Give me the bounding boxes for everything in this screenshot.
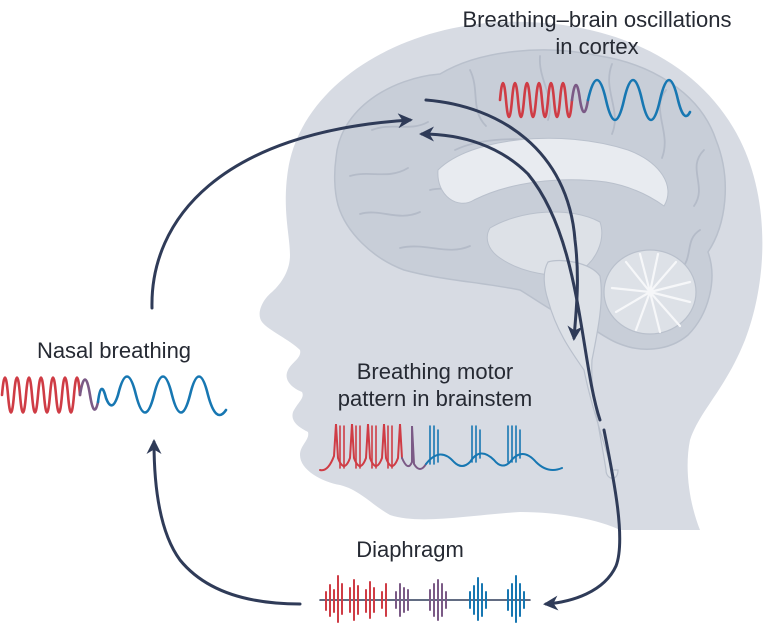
cerebellum-folds bbox=[610, 252, 692, 334]
brainstem-fast-spikes bbox=[339, 425, 393, 469]
nasal-wave bbox=[0, 375, 228, 417]
brainstem-motor-label: Breathing motor pattern in brainstem bbox=[306, 358, 564, 412]
cortex-slow-wave bbox=[586, 78, 692, 122]
brainstem-motor-wave bbox=[319, 423, 563, 472]
brainstem-slow-spikes bbox=[429, 425, 521, 465]
nasal-slow-wave bbox=[96, 375, 228, 417]
cortex-label-line2: in cortex bbox=[555, 34, 639, 59]
brain-folds bbox=[349, 55, 705, 271]
diaphragm-fast-bursts bbox=[325, 575, 387, 623]
nasal-fast-wave bbox=[0, 376, 82, 414]
diaphragm-transition-bursts bbox=[395, 579, 447, 621]
arrow-brainstem-to-cortex bbox=[419, 126, 602, 422]
arrow-brainstem-to-diaphragm bbox=[543, 428, 622, 611]
circuit-arrows bbox=[146, 98, 622, 611]
brainstem-slow-trace bbox=[425, 452, 563, 471]
diaphragm-emg bbox=[319, 575, 531, 623]
nasal-transition-wave bbox=[78, 378, 100, 411]
brainstem-label-line2: pattern in brainstem bbox=[337, 386, 533, 411]
diaphragm-label-text: Diaphragm bbox=[356, 537, 464, 562]
cortex-transition-wave bbox=[570, 83, 590, 114]
arrow-nasal-to-cortex bbox=[150, 113, 413, 310]
brainstem-label-line1: Breathing motor bbox=[356, 359, 514, 384]
nasal-label-text: Nasal breathing bbox=[36, 338, 192, 363]
brainstem-transition-trace bbox=[401, 425, 427, 470]
cortex-oscillations-label: Breathing–brain oscillations in cortex bbox=[412, 6, 782, 60]
diaphragm-slow-bursts bbox=[469, 575, 525, 623]
cortex-label-line1: Breathing–brain oscillations bbox=[462, 7, 732, 32]
nasal-breathing-label: Nasal breathing bbox=[0, 337, 228, 364]
arrow-diaphragm-to-nasal bbox=[146, 439, 302, 606]
diaphragm-label: Diaphragm bbox=[330, 536, 490, 563]
cortex-wave bbox=[498, 78, 692, 122]
cortex-fast-wave bbox=[498, 81, 574, 119]
